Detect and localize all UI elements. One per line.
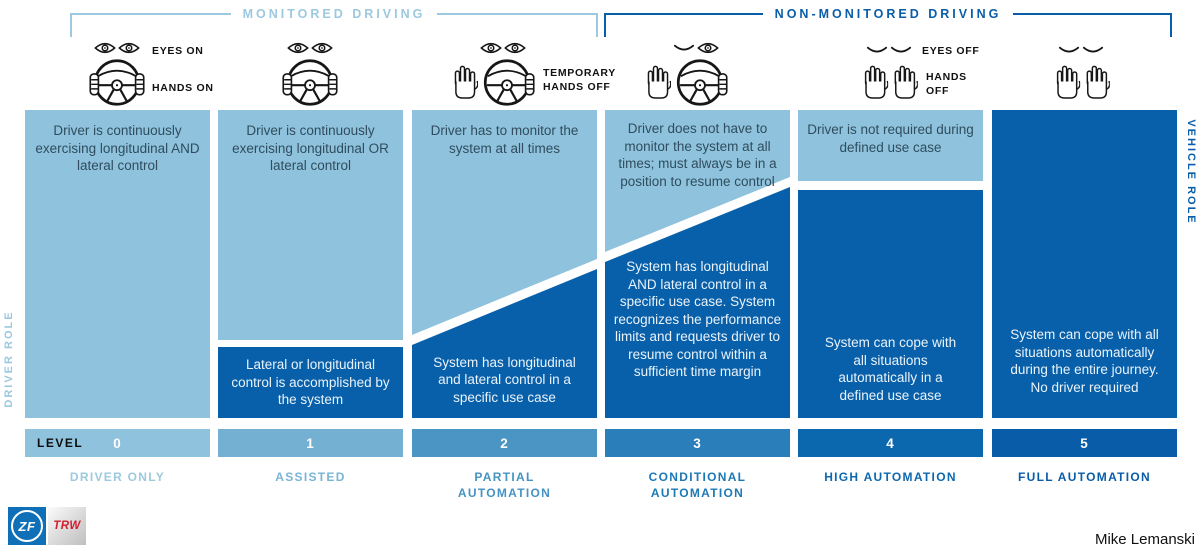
non-monitored-driving-bracket: NON-MONITORED DRIVING bbox=[604, 7, 1173, 38]
non-monitored-driving-title: NON-MONITORED DRIVING bbox=[774, 7, 1002, 21]
driver-text-level1: Driver is continuously exercising longit… bbox=[232, 123, 389, 173]
level-cell-4: 4 bbox=[798, 429, 983, 457]
level-word: LEVEL bbox=[37, 436, 84, 450]
trw-logo: TRW bbox=[48, 507, 86, 545]
eyes-open-icon bbox=[287, 42, 333, 54]
steering-wheel-right-grip-icon bbox=[478, 57, 535, 108]
vehicle-role-box-level5: System can cope with all situations auto… bbox=[992, 110, 1177, 418]
trw-logo-text: TRW bbox=[53, 520, 81, 532]
system-text-level3: System has longitudinal AND lateral cont… bbox=[613, 259, 782, 379]
bracket-line bbox=[72, 13, 231, 15]
steering-wheel-hands-on-icon bbox=[89, 57, 145, 108]
bracket-line bbox=[1013, 13, 1171, 15]
vehicle-role-axis-label: VEHICLE ROLE bbox=[1185, 119, 1197, 225]
zf-logo: ZF bbox=[8, 507, 46, 545]
system-text-level2: System has longitudinal and lateral cont… bbox=[433, 354, 576, 405]
driver-text-level3: Driver does not have to monitor the syst… bbox=[618, 121, 777, 189]
bracket-tick bbox=[604, 13, 606, 37]
level-cell-3: 3 bbox=[605, 429, 790, 457]
system-text-level4: System can cope with all situations auto… bbox=[824, 335, 957, 403]
level-number: 0 bbox=[113, 435, 122, 451]
hands-on-label: HANDS ON bbox=[152, 82, 214, 94]
bracket-tick bbox=[596, 13, 599, 37]
zf-logo-text: ZF bbox=[11, 510, 43, 542]
driver-role-box-level4: Driver is not required during defined us… bbox=[798, 110, 983, 181]
system-text-level1: Lateral or longitudinal control is accom… bbox=[231, 357, 390, 408]
eyes-off-label: EYES OFF bbox=[922, 45, 980, 57]
level-number: 5 bbox=[1080, 435, 1089, 451]
role-box-level3: Driver does not have to monitor the syst… bbox=[605, 110, 790, 418]
driver-text-level2: Driver has to monitor the system at all … bbox=[430, 123, 579, 156]
eyes-open-icon bbox=[480, 42, 526, 54]
bracket-tick bbox=[70, 13, 72, 37]
level-cell-2: 2 bbox=[412, 429, 597, 457]
hands-off-icon bbox=[864, 65, 918, 99]
eyes-closed-icon bbox=[866, 46, 912, 53]
eyes-closed-icon bbox=[1058, 46, 1104, 53]
level-number: 1 bbox=[306, 435, 315, 451]
vehicle-role-box-level1: Lateral or longitudinal control is accom… bbox=[218, 347, 403, 418]
steering-wheel-hands-on-icon bbox=[282, 57, 338, 108]
driver-text-level0: Driver is continuously exercising longit… bbox=[35, 123, 200, 173]
eyes-open-icon bbox=[94, 42, 140, 54]
level-number: 4 bbox=[886, 435, 895, 451]
bracket-tick bbox=[1170, 13, 1173, 37]
raised-hand-icon bbox=[452, 63, 478, 100]
steering-wheel-right-grip-icon bbox=[671, 57, 728, 108]
bracket-line bbox=[437, 13, 597, 15]
automation-label-5: FULL AUTOMATION bbox=[1017, 470, 1152, 484]
level-cell-1: 1 bbox=[218, 429, 403, 457]
driver-role-axis-label: DRIVER ROLE bbox=[3, 310, 15, 408]
vehicle-role-box-level4: System can cope with all situations auto… bbox=[798, 190, 983, 418]
level-number: 3 bbox=[693, 435, 702, 451]
hands-off-label: HANDS OFF bbox=[926, 71, 967, 97]
monitored-driving-title: MONITORED DRIVING bbox=[242, 7, 426, 21]
automation-label-3: CONDITIONAL AUTOMATION bbox=[648, 470, 747, 500]
monitored-driving-bracket: MONITORED DRIVING bbox=[70, 7, 599, 38]
driver-text-level4: Driver is not required during defined us… bbox=[807, 122, 974, 155]
system-text-level5: System can cope with all situations auto… bbox=[1010, 327, 1159, 395]
driver-role-box-level1: Driver is continuously exercising longit… bbox=[218, 110, 403, 340]
automation-label-2: PARTIAL AUTOMATION bbox=[457, 470, 552, 500]
hands-off-icon bbox=[1056, 65, 1110, 99]
author-credit: Mike Lemanski bbox=[1094, 531, 1195, 548]
temporary-hands-off-label: TEMPORARY HANDS OFF bbox=[543, 67, 616, 93]
eye-closed-eye-open-icon bbox=[673, 42, 719, 54]
raised-hand-icon bbox=[645, 63, 671, 100]
automation-label-0: DRIVER ONLY bbox=[69, 470, 166, 484]
role-box-level2: Driver has to monitor the system at all … bbox=[412, 110, 597, 418]
driver-role-box-level0: Driver is continuously exercising longit… bbox=[25, 110, 210, 418]
eyes-on-label: EYES ON bbox=[152, 45, 204, 57]
level-cell-0: LEVEL 0 bbox=[25, 429, 210, 457]
automation-label-1: ASSISTED bbox=[275, 470, 346, 484]
automation-label-4: HIGH AUTOMATION bbox=[824, 470, 957, 484]
level-number: 2 bbox=[500, 435, 509, 451]
level-cell-5: 5 bbox=[992, 429, 1177, 457]
bracket-line bbox=[606, 13, 763, 15]
